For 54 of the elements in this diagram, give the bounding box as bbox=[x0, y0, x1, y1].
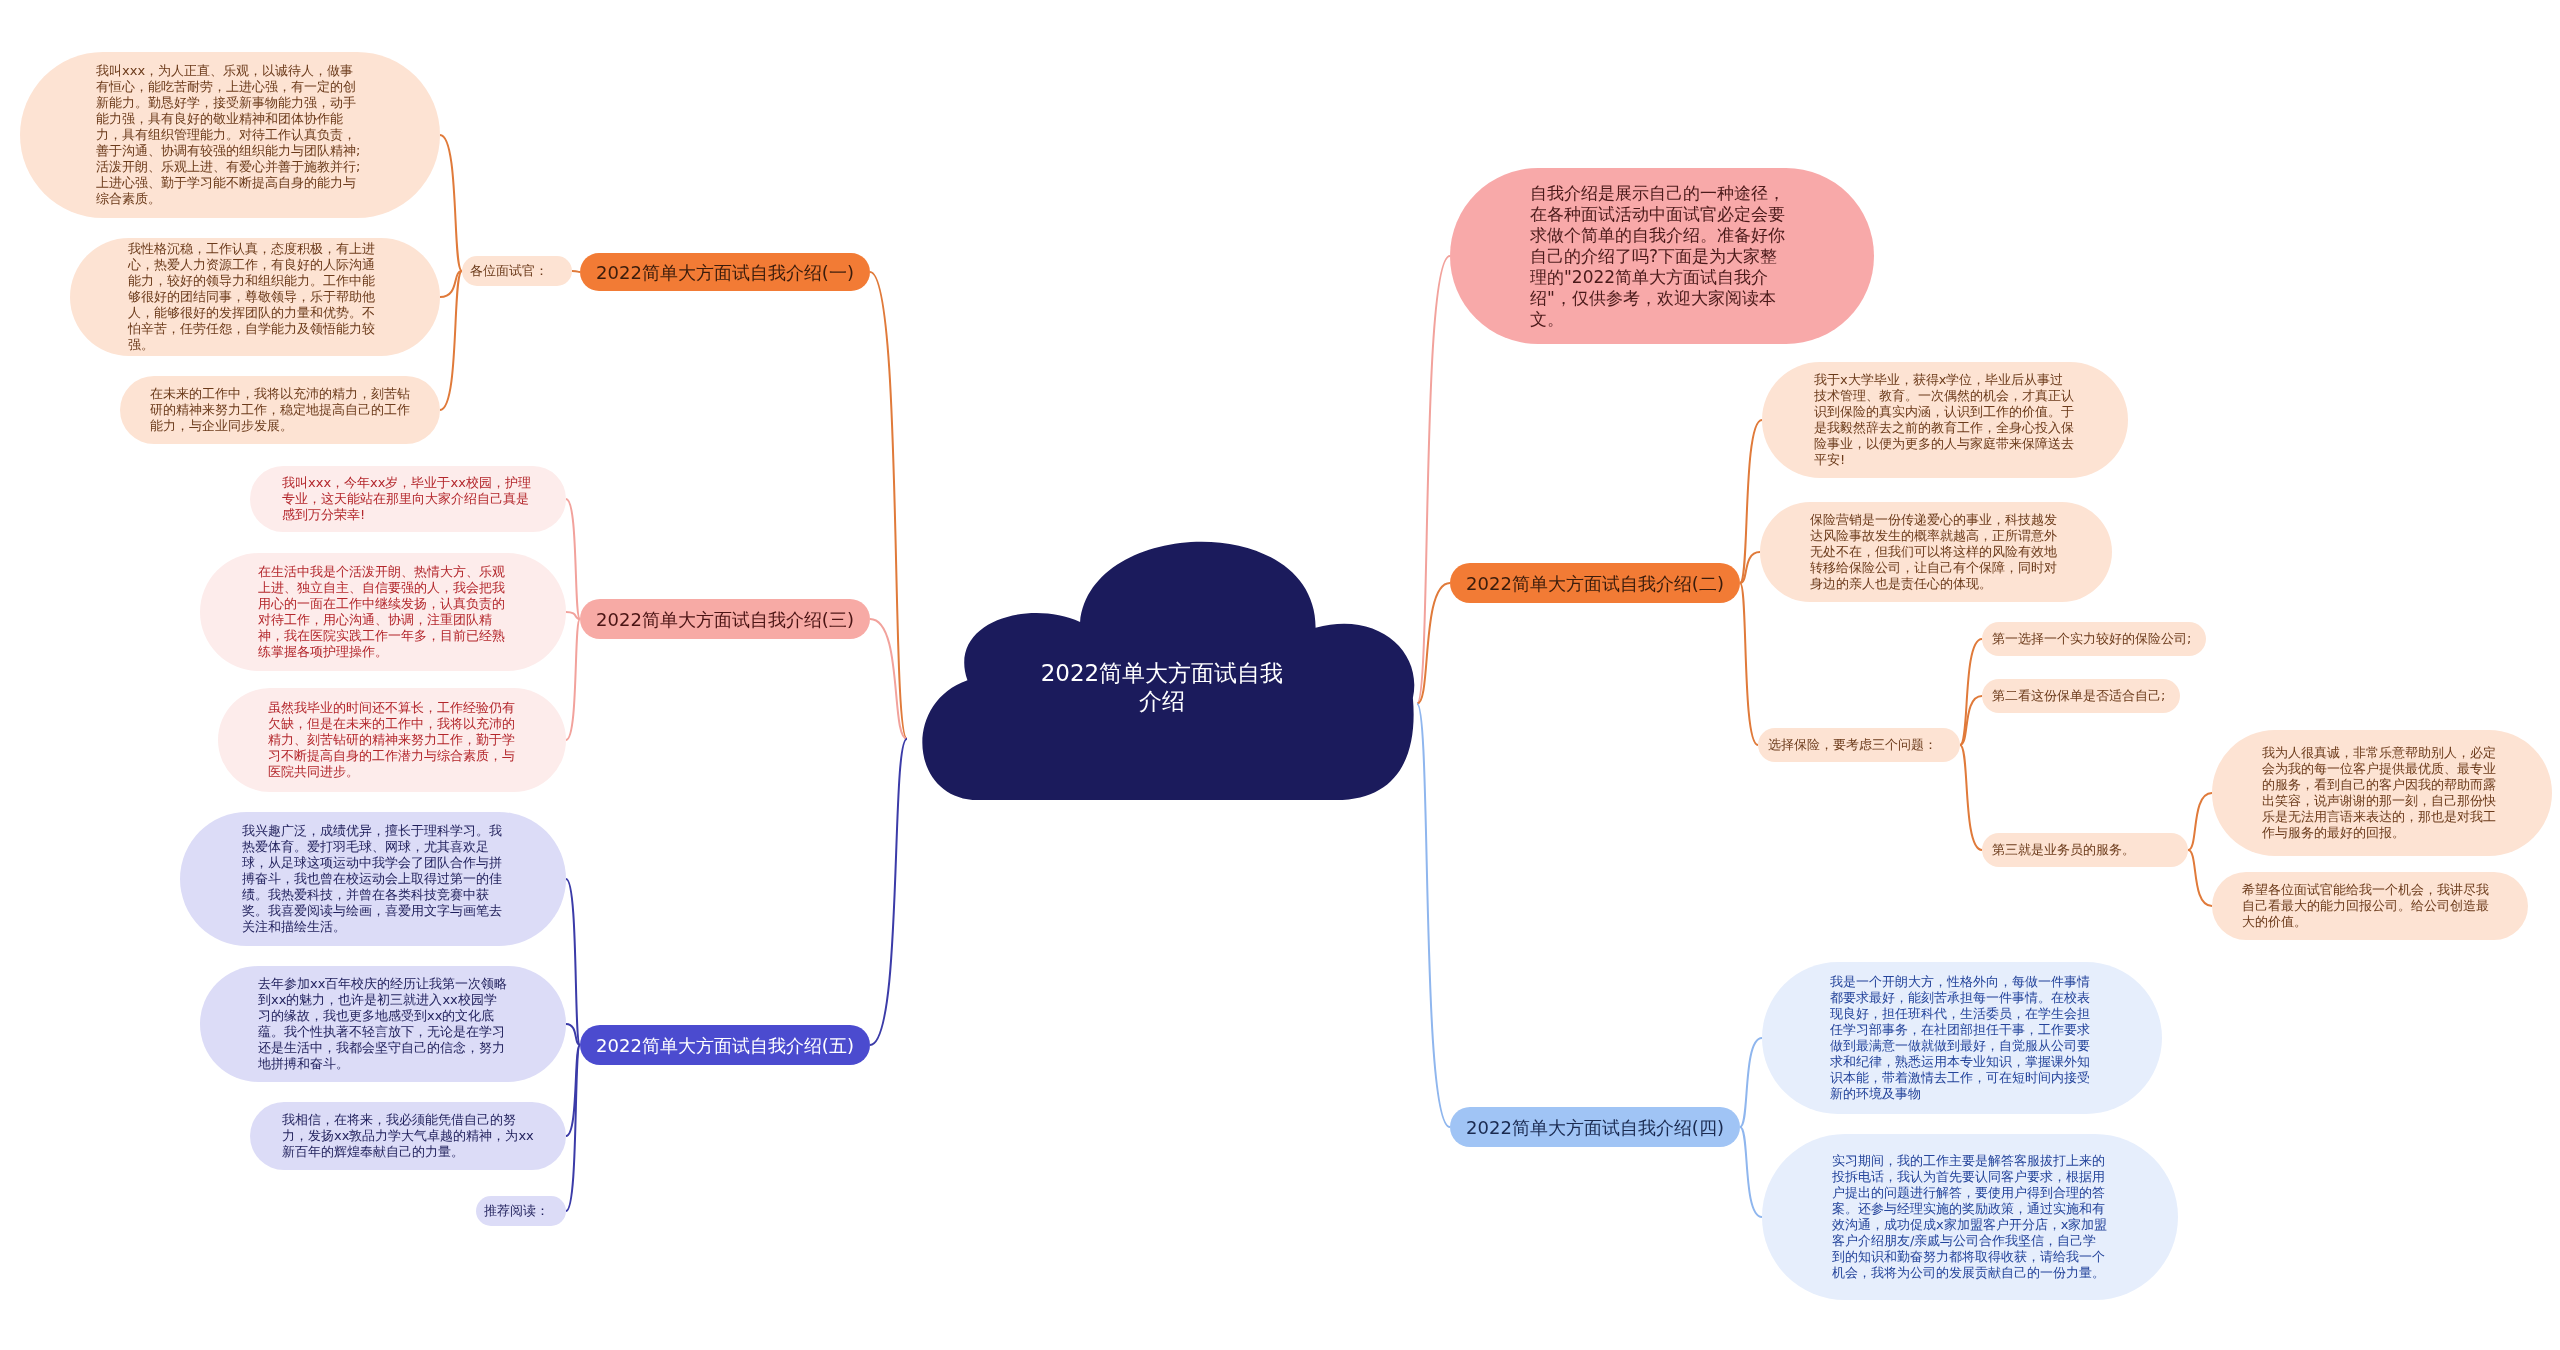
text-bubble: 第一选择一个实力较好的保险公司; bbox=[1982, 622, 2206, 656]
connector-line bbox=[1739, 1126, 1763, 1218]
text-bubble: 第三就是业务员的服务。 bbox=[1982, 833, 2188, 867]
connector-line bbox=[565, 1044, 581, 1212]
connector-line bbox=[869, 271, 908, 740]
connector-line bbox=[439, 134, 463, 272]
connector-line bbox=[565, 1023, 581, 1046]
text-bubble: 我叫xxx，为人正直、乐观，以诚待人，做事有恒心，能吃苦耐劳，上进心强，有一定的创新能力。勤恳好学，接受新事物能力强，动手能力强，具有良好的敬业精神和团体协作能力，具有组织管理能力。对待工作认真负责，善于沟通、协调有较强的组织能力与团队精神;活泼开朗、乐观上进、有爱心并善于施教并行;上进心强、勤于学习能不断提高自身的能力与综合素质。 bbox=[20, 52, 440, 218]
text-bubble: 我兴趣广泛，成绩优异，擅长于理科学习。我热爱体育。爱打羽毛球、网球，尤其喜欢足球，从足球这项运动中我学会了团队合作与拼搏奋斗，我也曾在校运动会上取得过第一的佳绩。我热爱科技，并曾在各类科技竞赛中获奖。我喜爱阅读与绘画，喜爱用文字与画笔去关注和描绘生活。 bbox=[180, 812, 566, 946]
connector-line bbox=[1739, 1037, 1763, 1128]
connector-line bbox=[565, 1044, 581, 1137]
connector-line bbox=[1416, 582, 1451, 705]
text-bubble: 推荐阅读： bbox=[476, 1196, 566, 1226]
branch-topic: 2022简单大方面试自我介绍(五) bbox=[580, 1025, 870, 1065]
title-text: 2022简单大方面试自我介绍 bbox=[1039, 659, 1285, 715]
connector-line bbox=[2187, 849, 2213, 907]
connector-line bbox=[565, 878, 581, 1046]
connector-line bbox=[1959, 695, 1983, 746]
text-bubble: 我于x大学毕业，获得x学位，毕业后从事过技术管理、教育。一次偶然的机会，才真正认识到保险的真实内涵，认识到工作的价值。于是我毅然辞去之前的教育工作，全身心投入保险事业，以便为更多的人与家庭带来保障送去平安! bbox=[1762, 362, 2128, 478]
connector-line bbox=[1739, 551, 1761, 584]
text-bubble: 在生活中我是个活泼开朗、热情大方、乐观上进、独立自主、自信要强的人，我会把我用心的一面在工作中继续发扬，认真负责的对待工作，用心沟通、协调，注重团队精神，我在医院实践工作一年多，目前已经熟练掌握各项护理操作。 bbox=[200, 553, 566, 671]
text-bubble: 希望各位面试官能给我一个机会，我讲尽我自己看最大的能力回报公司。给公司创造最大的价值。 bbox=[2212, 872, 2528, 940]
connector-line bbox=[1416, 702, 1451, 1128]
text-bubble: 各位面试官： bbox=[462, 256, 572, 286]
text-bubble: 第二看这份保单是否适合自己; bbox=[1982, 679, 2180, 713]
connector-line bbox=[1959, 744, 1983, 851]
branch-topic: 2022简单大方面试自我介绍(三) bbox=[580, 599, 870, 639]
connector-line bbox=[869, 737, 908, 1046]
connector-line bbox=[565, 498, 581, 620]
branch-topic: 2022简单大方面试自我介绍(二) bbox=[1450, 563, 1740, 603]
text-bubble: 我是一个开朗大方，性格外向，每做一件事情都要求最好，能刻苦承担每一件事情。在校表现良好，担任班科代，生活委员，在学生会担任学习部事务，在社团部担任干事，工作要求做到最满意一做就做到最好，自觉服从公司要求和纪律，熟悉运用本专业知识，掌握课外知识本能，带着激情去工作，可在短时间内接受新的环境及事物 bbox=[1762, 962, 2162, 1114]
text-bubble: 去年参加xx百年校庆的经历让我第一次领略到xx的魅力，也许是初三就进入xx校园学习的缘故，我也更多地感受到xx的文化底蕴。我个性执著不轻言放下，无论是在学习还是生活中，我都会坚守自己的信念，努力地拼搏和奋斗。 bbox=[200, 966, 566, 1082]
connector-line bbox=[869, 618, 908, 740]
connector-line bbox=[1959, 638, 1983, 746]
branch-topic: 2022简单大方面试自我介绍(四) bbox=[1450, 1107, 1740, 1147]
text-bubble: 选择保险，要考虑三个问题： bbox=[1758, 728, 1960, 762]
connector-line bbox=[565, 611, 581, 620]
intro-bubble: 自我介绍是展示自己的一种途径，在各种面试活动中面试官必定会要求做个简单的自我介绍。准备好你自己的介绍了吗?下面是为大家整理的"2022简单大方面试自我介绍"，仅供参考，欢迎大家阅读本文。 bbox=[1450, 168, 1874, 344]
branch-topic: 2022简单大方面试自我介绍(一) bbox=[580, 253, 870, 291]
text-bubble: 保险营销是一份传递爱心的事业，科技越发达风险事故发生的概率就越高，正所谓意外无处不在，但我们可以将这样的风险有效地转移给保险公司，让自己有个保障，同时对身边的亲人也是责任心的体现。 bbox=[1760, 502, 2112, 602]
connector-line bbox=[1739, 582, 1759, 746]
connector-line bbox=[2187, 792, 2213, 851]
connector-line bbox=[1416, 255, 1451, 705]
text-bubble: 实习期间，我的工作主要是解答客服拔打上来的投拆电话，我认为首先要认同客户要求，根据用户提出的问题进行解答，要使用户得到合理的答案。还参与经理实施的奖励政策，通过实施和有效沟通，成功促成x家加盟客户开分店，x家加盟客户介绍朋友/亲戚与公司合作我坚信，自己学到的知识和勤奋努力都将取得收获，请给我一个机会，我将为公司的发展贡献自己的一份力量。 bbox=[1762, 1134, 2178, 1300]
connector-line bbox=[439, 270, 463, 411]
connector-line bbox=[439, 270, 463, 298]
connector-line bbox=[571, 270, 581, 273]
text-bubble: 虽然我毕业的时间还不算长，工作经验仍有欠缺，但是在未来的工作中，我将以充沛的精力、刻苦钻研的精神来努力工作，勤于学习不断提高自身的工作潜力与综合素质，与医院共同进步。 bbox=[218, 688, 566, 792]
connector-line bbox=[565, 618, 581, 741]
text-bubble: 我叫xxx，今年xx岁，毕业于xx校园，护理专业，这天能站在那里向大家介绍自己真是感到万分荣幸! bbox=[250, 466, 566, 532]
text-bubble: 在未来的工作中，我将以充沛的精力，刻苦钻研的精神来努力工作，稳定地提高自己的工作能力，与企业同步发展。 bbox=[120, 376, 440, 444]
text-bubble: 我为人很真诚，非常乐意帮助别人，必定会为我的每一位客户提供最优质、最专业的服务，看到自己的客户因我的帮助而露出笑容，说声谢谢的那一刻，自己那份快乐是无法用言语来表达的，那也是对我工作与服务的最好的回报。 bbox=[2212, 730, 2552, 856]
text-bubble: 我相信，在将来，我必须能凭借自己的努力，发扬xx敦品力学大气卓越的精神，为xx新百年的辉煌奉献自己的力量。 bbox=[250, 1102, 566, 1170]
text-bubble: 我性格沉稳，工作认真，态度积极，有上进心，热爱人力资源工作，有良好的人际沟通能力，较好的领导力和组织能力。工作中能够很好的团结同事，尊敬领导，乐于帮助他人，能够很好的发挥团队的力量和优势。不怕辛苦，任劳任怨，自学能力及领悟能力较强。 bbox=[70, 238, 440, 356]
